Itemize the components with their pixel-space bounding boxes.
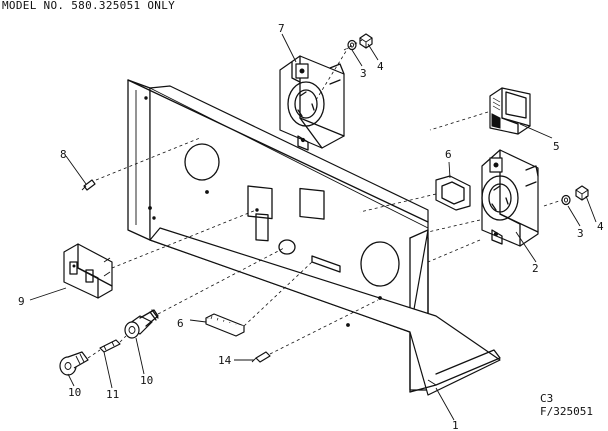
twist-lock-receptacle-right: [481, 149, 539, 247]
callout-7: 7: [278, 22, 285, 35]
lockwasher-right: [561, 194, 571, 206]
fuse-holder-knob: [59, 351, 89, 376]
callout-5: 5: [553, 140, 560, 153]
control-panel: [127, 79, 501, 396]
callout-8: 8: [60, 148, 67, 161]
screw-left: [81, 179, 96, 191]
duplex-receptacle: [63, 243, 113, 299]
callout-11: 11: [106, 388, 119, 401]
fuse-holder: [124, 309, 159, 339]
rocker-switch: [489, 87, 531, 135]
callout-10-holder: 10: [140, 374, 153, 387]
nut-right: [575, 185, 589, 201]
callout-6-top: 6: [445, 148, 452, 161]
callout-10-knob: 10: [68, 386, 81, 399]
screw-bottom: [251, 351, 271, 363]
drawing-code-line2: F/325051: [540, 405, 593, 418]
callout-2: 2: [532, 262, 539, 275]
lockwasher-top: [347, 39, 357, 51]
receptacle-gasket: [205, 313, 245, 337]
callout-3-top: 3: [360, 67, 367, 80]
model-number-header: MODEL NO. 580.325051 ONLY: [2, 0, 175, 12]
callout-14: 14: [218, 354, 232, 367]
fuse: [99, 339, 121, 353]
callout-4-right: 4: [597, 220, 604, 233]
nut-top: [359, 33, 373, 49]
twist-lock-receptacle-top: [279, 55, 345, 151]
drawing-code-line1: C3: [540, 392, 553, 405]
callout-6-bottom: 6: [177, 317, 184, 330]
callout-1: 1: [452, 419, 459, 431]
callout-9: 9: [18, 295, 25, 308]
switch-gasket: [435, 175, 471, 211]
callout-3-right: 3: [577, 227, 584, 240]
callout-4-top: 4: [377, 60, 384, 73]
